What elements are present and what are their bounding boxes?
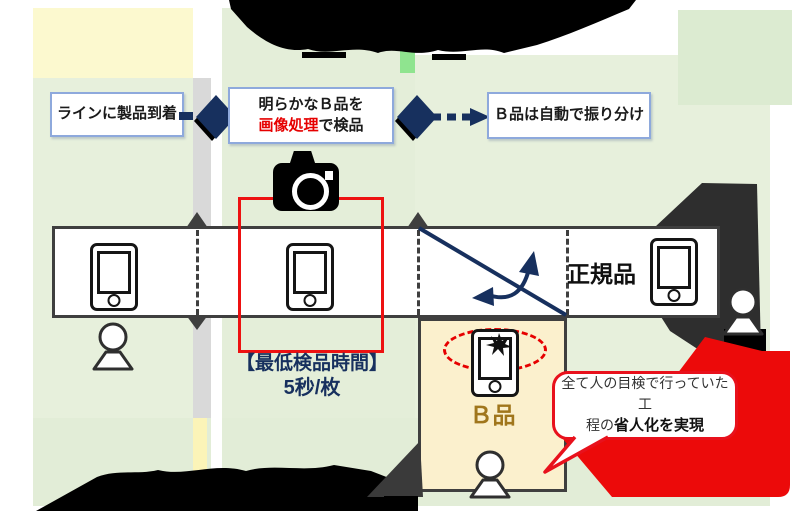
flow-step-inspect: 明らかなＢ品を 画像処理で検品 [228, 87, 394, 144]
flow-step-inspect-line1: 明らかなＢ品を [258, 96, 364, 114]
camera-hump [289, 151, 316, 166]
bg-green-accent-square [400, 50, 415, 73]
phone-icon [650, 238, 698, 306]
phone-home-button [488, 380, 502, 393]
person-icon [92, 322, 134, 371]
phone-home-button [107, 294, 121, 307]
camera-lens [292, 173, 329, 210]
flow-step-sort: Ｂ品は自動で振り分け [487, 92, 651, 139]
belt-divider [417, 230, 420, 315]
b-grade-label: Ｂ品 [469, 402, 516, 428]
inspection-time-value: 5秒/枚 [283, 376, 341, 399]
flow-step-arrival: ラインに製品到着 [50, 92, 184, 137]
belt-divider [566, 230, 569, 315]
diamond-arrow-icon [395, 95, 437, 141]
phone-screen [97, 251, 131, 294]
camera-icon [273, 151, 339, 212]
bubble-line2-normal: 程の [585, 417, 614, 434]
inspection-time-note: 【最低検品時間】 5秒/枚 [222, 352, 402, 401]
phone-icon [90, 243, 138, 311]
bg-green-topright [678, 10, 792, 105]
bg-yellow-topleft [33, 8, 193, 78]
person-icon [722, 287, 764, 336]
flow-step-sort-label: Ｂ品は自動で振り分け [493, 106, 644, 124]
speech-bubble: 全て人の目検で行っていた工 程の省人化を実現 [552, 371, 738, 440]
phone-screen [293, 251, 327, 294]
flow-step-inspect-label: 明らかなＢ品を 画像処理で検品 [258, 95, 363, 136]
bubble-line2-bold: 省人化を実現 [613, 417, 704, 435]
phone-screen [478, 337, 512, 380]
dashed-arrow-icon [432, 108, 490, 126]
crack-star-icon [486, 333, 512, 356]
person-icon [469, 450, 511, 499]
phone-icon [286, 243, 334, 311]
speech-bubble-text: 全て人の目検で行っていた工 程の省人化を実現 [555, 373, 735, 438]
flow-step-arrival-label: ラインに製品到着 [56, 105, 177, 123]
inspection-time-title: 【最低検品時間】 [235, 353, 388, 374]
flow-step-inspect-red: 画像処理 [258, 116, 319, 134]
flow-step-inspect-rest: で検品 [318, 116, 364, 134]
phone-screen [657, 246, 691, 289]
camera-flash [325, 171, 333, 180]
speech-bubble-tail [543, 435, 609, 474]
phone-home-button [303, 294, 317, 307]
phone-home-button [667, 289, 681, 302]
conveyor-belt [52, 226, 720, 318]
bg-yellow-strip-bottom [193, 418, 207, 480]
ok-product-label: 正規品 [567, 261, 636, 287]
diamond-arrow-icon [194, 95, 236, 141]
cracked-phone-icon [471, 329, 519, 397]
connector-dash [179, 112, 193, 120]
belt-divider [196, 230, 199, 315]
bubble-line1: 全て人の目検で行っていた工 [561, 375, 729, 413]
